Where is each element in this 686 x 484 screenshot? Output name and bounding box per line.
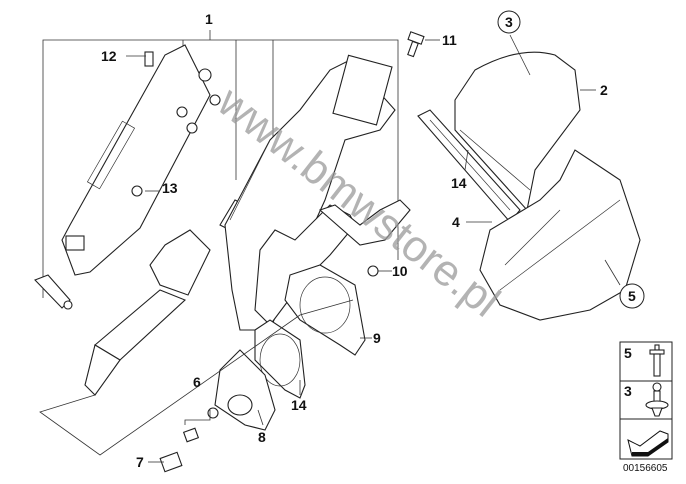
trim-strip-part-14 xyxy=(417,109,521,223)
legend-number-5: 5 xyxy=(624,345,632,361)
bracket-rings xyxy=(39,299,354,456)
bolt-assembly xyxy=(34,274,73,310)
callout-6: 6 xyxy=(193,374,201,390)
callout-14-upper: 14 xyxy=(451,175,467,191)
callout-10: 10 xyxy=(392,263,408,279)
callout-3: 3 xyxy=(505,14,513,30)
bracket-part-6 xyxy=(184,410,211,425)
callout-8: 8 xyxy=(258,429,266,445)
fastener-legend: 5 3 xyxy=(619,341,673,460)
screws xyxy=(131,31,425,197)
callout-11: 11 xyxy=(442,32,457,48)
callout-5-circle xyxy=(619,283,645,309)
callout-1: 1 xyxy=(205,11,213,27)
upper-cover-part-2 xyxy=(454,51,581,212)
callout-14-lower: 14 xyxy=(291,397,307,413)
callout-5: 5 xyxy=(628,288,636,304)
leader-lines xyxy=(126,34,621,463)
callout-12: 12 xyxy=(101,48,117,64)
legend-number-3: 3 xyxy=(624,383,632,399)
steering-column xyxy=(84,54,411,396)
arrow-direction-icon xyxy=(627,430,669,457)
callout-7: 7 xyxy=(136,454,144,470)
callout-13: 13 xyxy=(162,180,178,196)
column-rings xyxy=(159,264,379,473)
diagram-code: 00156605 xyxy=(623,463,668,474)
callout-9: 9 xyxy=(373,330,381,346)
callout-3-circle xyxy=(497,10,521,34)
callout-4: 4 xyxy=(452,214,460,230)
expanding-rivet-icon xyxy=(645,382,669,417)
callout-2: 2 xyxy=(600,82,608,98)
screw-rivet-icon xyxy=(649,344,665,377)
upper-rail-part xyxy=(61,44,221,276)
lower-cover-part-4 xyxy=(479,149,641,321)
